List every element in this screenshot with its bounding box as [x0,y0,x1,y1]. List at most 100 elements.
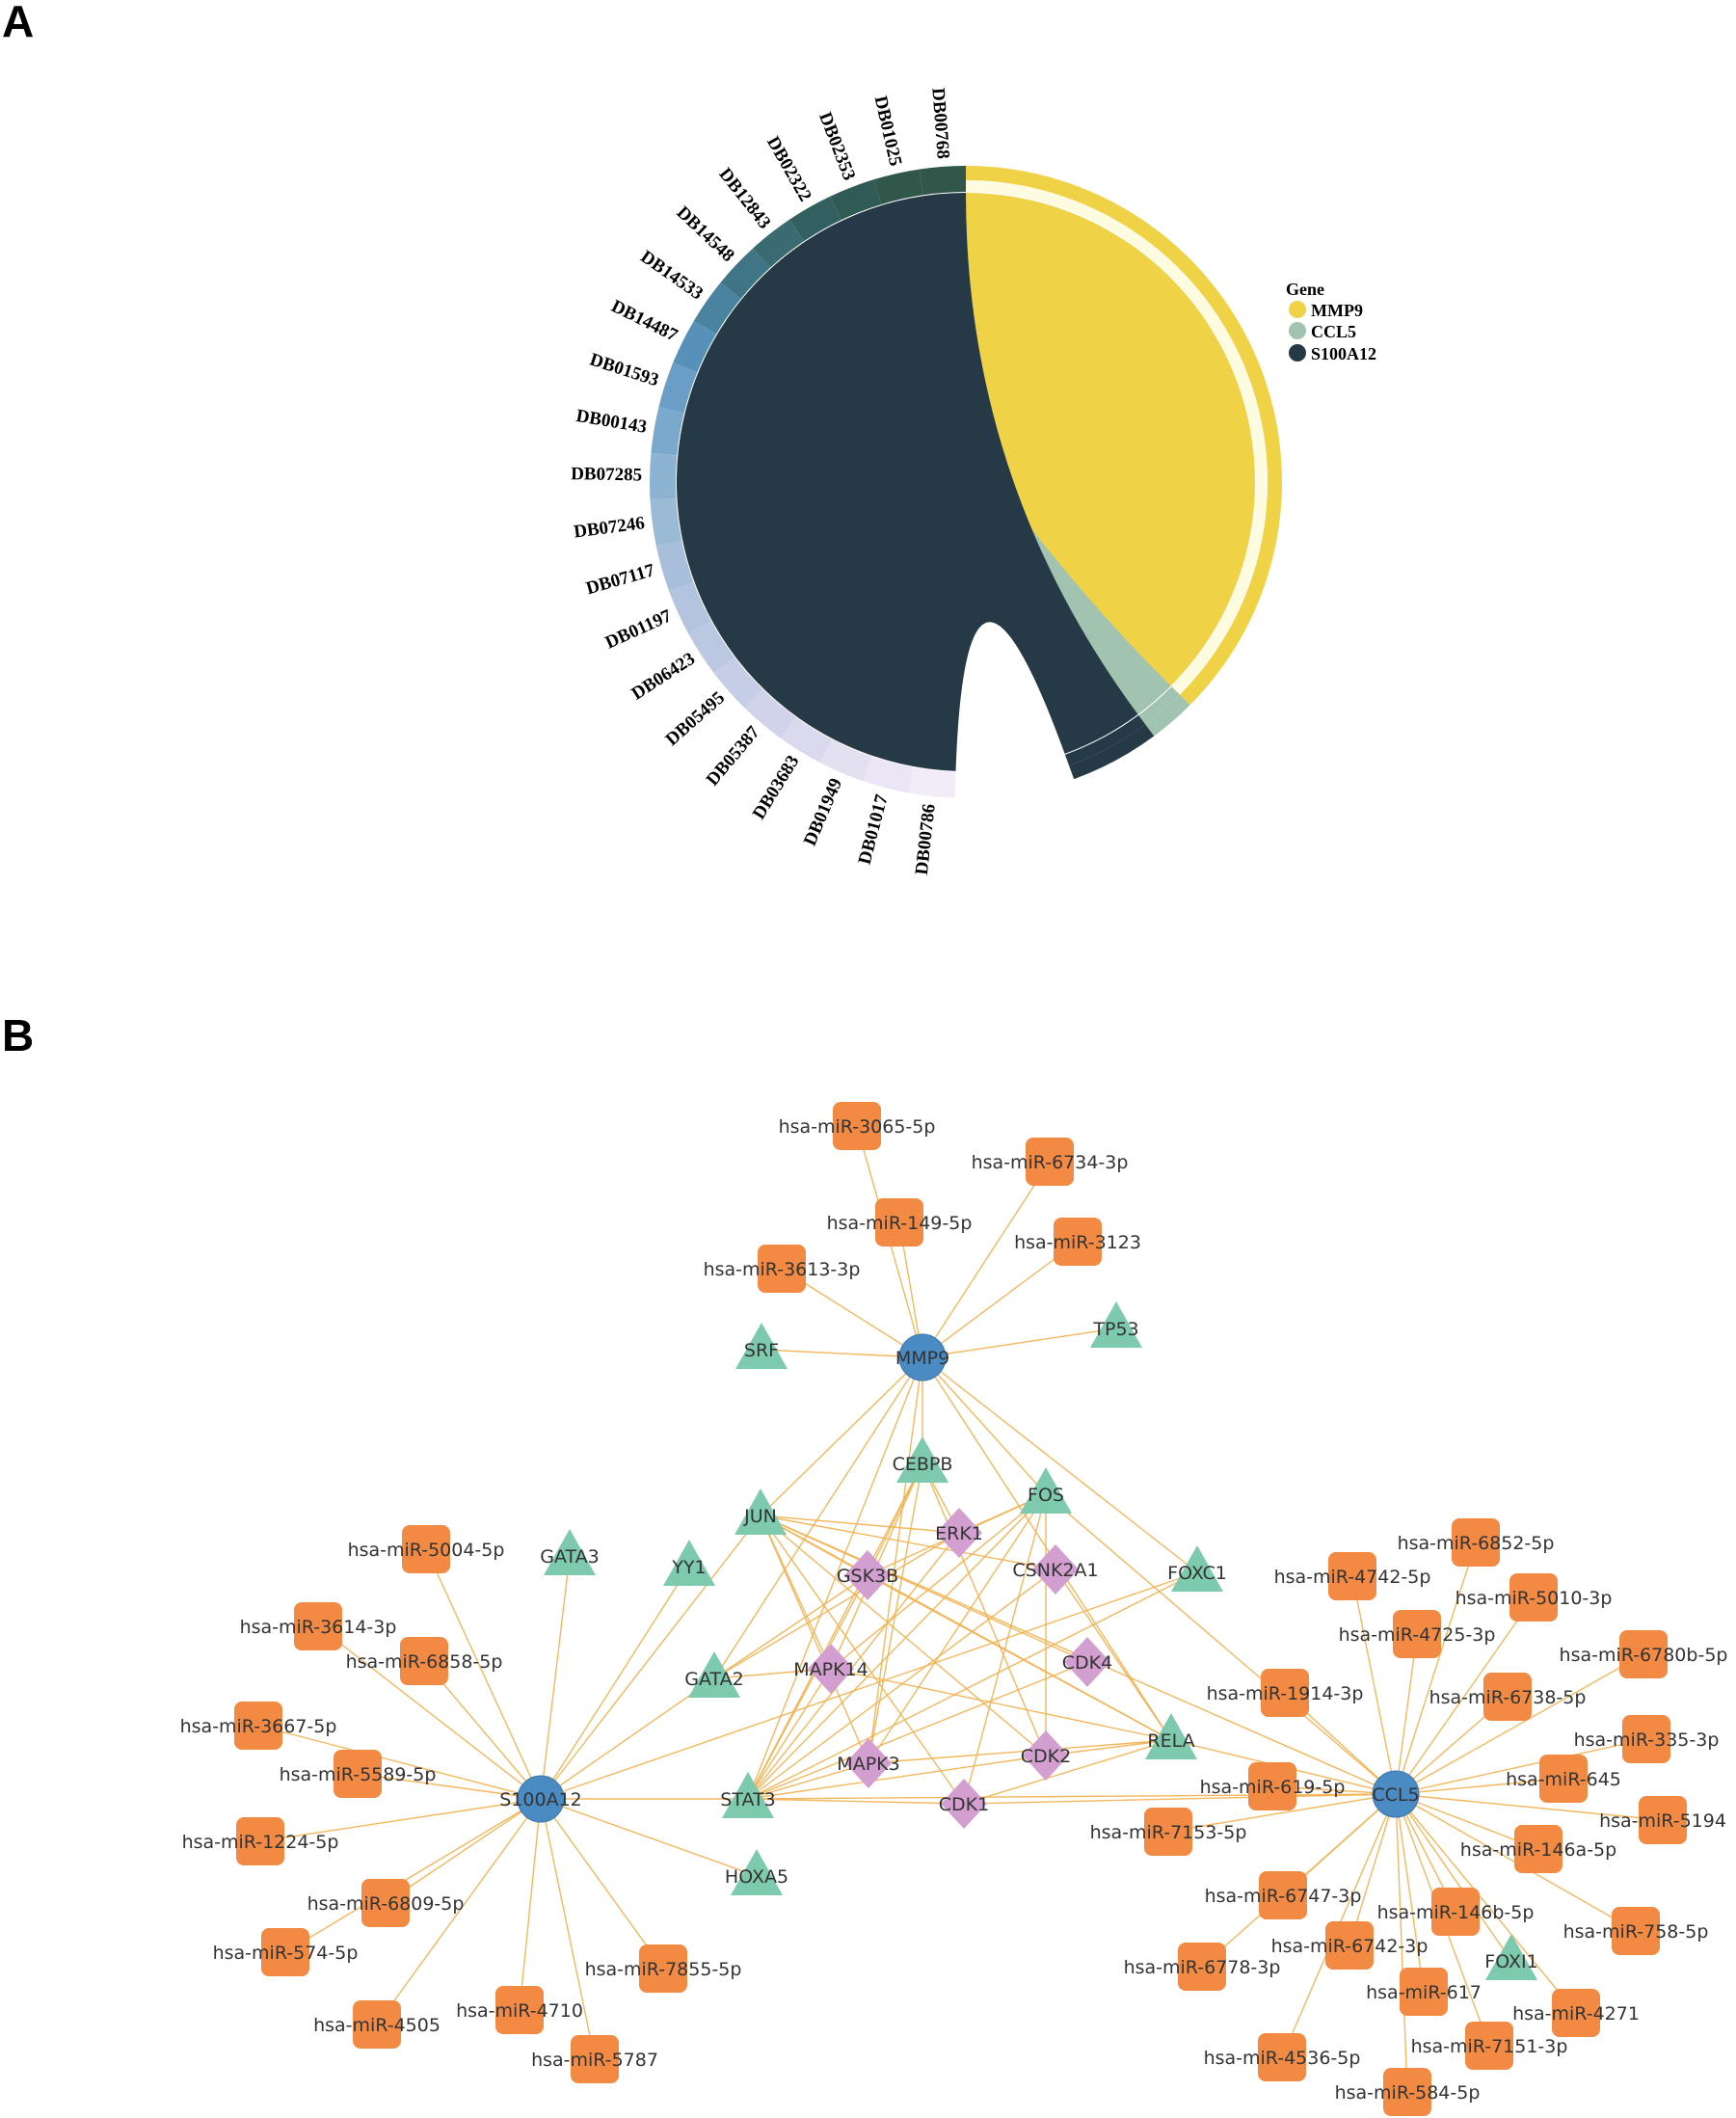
node-hsa-mir-146b-5p[interactable]: hsa-miR-146b-5p [1377,1888,1535,1936]
node-hsa-mir-758-5p[interactable]: hsa-miR-758-5p [1563,1907,1709,1955]
node-gata3[interactable]: GATA3 [540,1529,600,1575]
node-hsa-mir-6742-3p[interactable]: hsa-miR-6742-3p [1271,1921,1429,1970]
node-hsa-mir-5589-5p[interactable]: hsa-miR-5589-5p [280,1750,437,1798]
node-s100a12[interactable]: S100A12 [499,1775,582,1823]
node-jun[interactable]: JUN [734,1488,787,1535]
node-srf[interactable]: SRF [735,1323,788,1369]
node-hsa-mir-4271[interactable]: hsa-miR-4271 [1512,1989,1640,2037]
node-hsa-mir-146a-5p[interactable]: hsa-miR-146a-5p [1460,1825,1616,1873]
node-erk1[interactable]: ERK1 [935,1508,983,1558]
node-hsa-mir-6852-5p[interactable]: hsa-miR-6852-5p [1398,1518,1555,1567]
node-hsa-mir-6738-5p[interactable]: hsa-miR-6738-5p [1429,1673,1587,1721]
node-ccl5[interactable]: CCL5 [1372,1770,1420,1818]
node-hsa-mir-645[interactable]: hsa-miR-645 [1506,1755,1621,1803]
node-hsa-mir-3613-3p[interactable]: hsa-miR-3613-3p [704,1245,861,1293]
node-mapk14[interactable]: MAPK14 [793,1644,868,1694]
drug-label-db05387: DB05387 [703,722,764,790]
node-hsa-mir-617[interactable]: hsa-miR-617 [1366,1968,1482,2016]
node-cdk4[interactable]: CDK4 [1062,1637,1112,1687]
node-label: CDK2 [1021,1746,1071,1767]
node-hsa-mir-1224-5p[interactable]: hsa-miR-1224-5p [182,1817,339,1865]
node-hsa-mir-335-3p[interactable]: hsa-miR-335-3p [1574,1715,1720,1763]
node-hsa-mir-4725-3p[interactable]: hsa-miR-4725-3p [1339,1610,1496,1658]
node-mmp9[interactable]: MMP9 [895,1333,949,1381]
node-hsa-mir-7151-3p[interactable]: hsa-miR-7151-3p [1411,2022,1568,2070]
node-hsa-mir-6780b-5p[interactable]: hsa-miR-6780b-5p [1560,1630,1728,1678]
edge-s100a12-m7855 [540,1798,664,1970]
edge-mmp9-jun [760,1356,923,1516]
node-hsa-mir-5194[interactable]: hsa-miR-5194 [1599,1796,1726,1844]
node-hsa-mir-7855-5p[interactable]: hsa-miR-7855-5p [585,1944,742,1993]
node-rela[interactable]: RELA [1145,1713,1197,1759]
node-foxi1[interactable]: FOXI1 [1484,1934,1538,1980]
drug-arc-db12843 [752,219,805,268]
node-hsa-mir-619-5p[interactable]: hsa-miR-619-5p [1200,1762,1346,1810]
node-hsa-mir-149-5p[interactable]: hsa-miR-149-5p [827,1198,973,1247]
drug-arc-db07285 [650,453,678,500]
mirna-node-shape [571,2035,619,2083]
edge-fos-stat3 [747,1493,1047,1800]
node-cebpb[interactable]: CEBPB [893,1436,953,1483]
mirna-node-shape [1400,1968,1448,2016]
node-gata2[interactable]: GATA2 [684,1651,744,1698]
node-hsa-mir-1914-3p[interactable]: hsa-miR-1914-3p [1207,1669,1364,1717]
drug-label-db03683: DB03683 [749,752,804,823]
node-hsa-mir-5010-3p[interactable]: hsa-miR-5010-3p [1456,1573,1613,1622]
node-hsa-mir-6778-3p[interactable]: hsa-miR-6778-3p [1124,1943,1281,1991]
node-label: RELA [1147,1730,1194,1752]
drug-label-db01593: DB01593 [587,350,661,391]
node-hsa-mir-4536-5p[interactable]: hsa-miR-4536-5p [1204,2033,1361,2081]
edge-s100a12-m3614 [317,1625,542,1800]
node-hsa-mir-5004-5p[interactable]: hsa-miR-5004-5p [348,1525,505,1573]
node-cdk1[interactable]: CDK1 [939,1779,989,1829]
node-hsa-mir-4742-5p[interactable]: hsa-miR-4742-5p [1274,1552,1431,1600]
node-hsa-mir-7153-5p[interactable]: hsa-miR-7153-5p [1090,1808,1247,1856]
node-fos[interactable]: FOS [1020,1467,1072,1514]
node-hsa-mir-4505[interactable]: hsa-miR-4505 [313,2000,441,2049]
edge-rela-csnk2a1 [1055,1568,1172,1741]
node-cdk2[interactable]: CDK2 [1021,1730,1071,1781]
node-foxc1[interactable]: FOXC1 [1167,1545,1227,1592]
tf-node-shape [1145,1713,1197,1759]
node-label: GSK3B [837,1566,898,1587]
node-hsa-mir-3123[interactable]: hsa-miR-3123 [1014,1218,1141,1266]
node-hsa-mir-3614-3p[interactable]: hsa-miR-3614-3p [240,1602,397,1650]
edge-cebpb-cdk2 [921,1462,1047,1756]
node-hsa-mir-6747-3p[interactable]: hsa-miR-6747-3p [1205,1871,1362,1919]
node-mapk3[interactable]: MAPK3 [837,1738,900,1788]
edge-jun-erk1 [760,1515,960,1534]
node-label: hsa-miR-3065-5p [779,1116,936,1138]
node-label: GATA3 [540,1546,599,1568]
tf-node-shape [1485,1934,1537,1980]
edge-ccl5-m7153 [1167,1793,1397,1833]
node-hsa-mir-4710[interactable]: hsa-miR-4710 [456,1986,583,2034]
node-csnk2a1[interactable]: CSNK2A1 [1012,1544,1099,1595]
mirna-node-shape [1612,1907,1660,1955]
node-yy1[interactable]: YY1 [663,1540,715,1586]
node-stat3[interactable]: STAT3 [720,1772,776,1818]
node-hsa-mir-584-5p[interactable]: hsa-miR-584-5p [1335,2068,1481,2116]
node-hoxa5[interactable]: HOXA5 [725,1849,788,1895]
drug-arc-db05387 [744,689,796,738]
node-hsa-mir-3065-5p[interactable]: hsa-miR-3065-5p [779,1102,936,1150]
node-label: FOXC1 [1167,1563,1227,1584]
node-hsa-mir-6809-5p[interactable]: hsa-miR-6809-5p [307,1879,465,1927]
mirna-node-shape [1258,2033,1306,2081]
node-hsa-mir-6734-3p[interactable]: hsa-miR-6734-3p [972,1138,1129,1186]
node-label: hsa-miR-617 [1366,1982,1482,2003]
drug-label-db06423: DB06423 [628,649,699,705]
node-gsk3b[interactable]: GSK3B [837,1550,898,1600]
node-hsa-mir-574-5p[interactable]: hsa-miR-574-5p [213,1928,359,1976]
node-label: hsa-miR-4536-5p [1204,2048,1361,2069]
legend-swatch-s100a12 [1289,344,1306,362]
node-label: hsa-miR-149-5p [827,1213,973,1234]
node-label: TP53 [1092,1319,1138,1340]
kinase-node-shape [1032,1544,1079,1595]
node-hsa-mir-3667-5p[interactable]: hsa-miR-3667-5p [180,1702,337,1750]
edge-s100a12-m3667 [257,1725,542,1800]
node-hsa-mir-5787[interactable]: hsa-miR-5787 [531,2035,658,2083]
node-hsa-mir-6858-5p[interactable]: hsa-miR-6858-5p [346,1637,503,1685]
node-label: hsa-miR-7151-3p [1411,2036,1568,2057]
node-label: hsa-miR-584-5p [1335,2082,1481,2104]
node-tp53[interactable]: TP53 [1090,1301,1142,1348]
